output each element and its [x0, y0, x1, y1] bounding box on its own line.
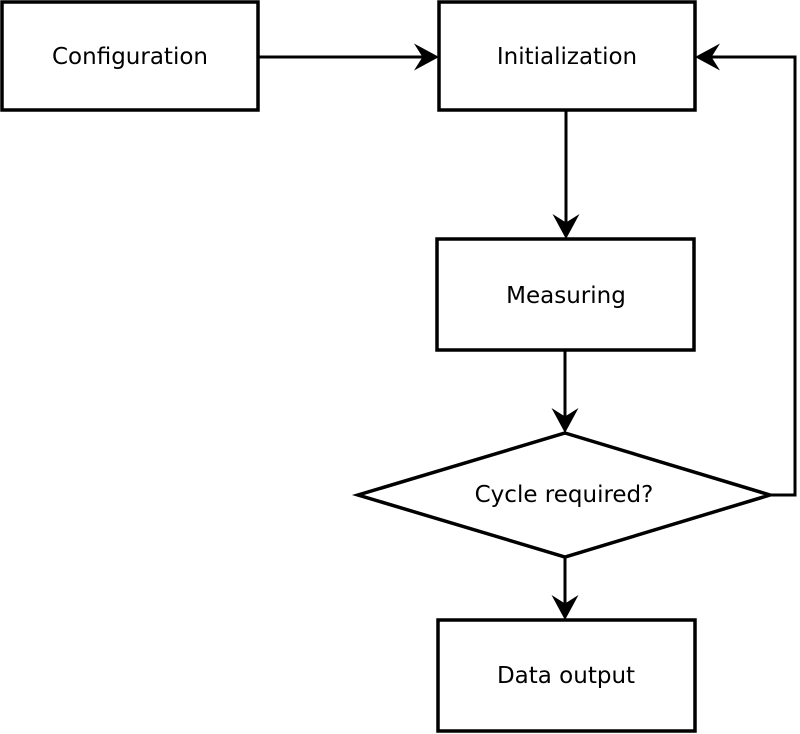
- node-cycle-required-diamond: [351, 431, 777, 559]
- arrowhead-down-icon: [552, 214, 580, 239]
- node-data-output-label: Data output: [497, 663, 635, 689]
- node-initialization-label: Initialization: [497, 44, 637, 70]
- node-configuration-box: [0, 0, 260, 112]
- arrowhead-right-icon: [414, 43, 439, 71]
- arrowhead-left-icon: [695, 43, 720, 71]
- node-measuring-label: Measuring: [506, 283, 626, 309]
- edge-cycle-required-loop-to-initialization: [710, 55, 797, 497]
- node-configuration-label: Configuration: [52, 44, 208, 70]
- node-measuring-box: [435, 237, 696, 352]
- node-data-output-box: [436, 618, 697, 733]
- node-initialization-box: [437, 0, 697, 112]
- node-cycle-required-label: Cycle required?: [475, 482, 654, 508]
- arrowhead-down-icon: [551, 595, 579, 620]
- arrowhead-down-icon: [551, 408, 579, 433]
